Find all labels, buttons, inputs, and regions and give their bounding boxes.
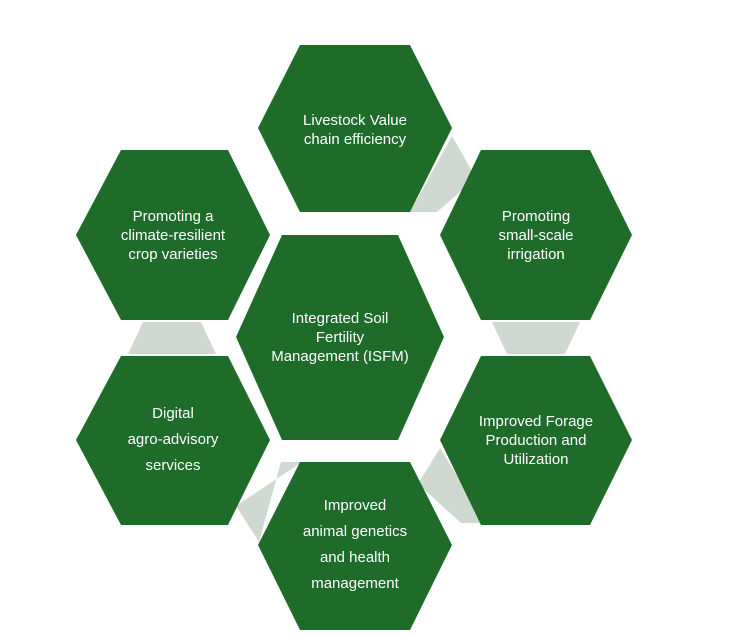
hexagon-forage	[440, 356, 632, 525]
connector-digital-crop	[128, 322, 216, 354]
hexagon-livestock	[258, 45, 452, 212]
hexagon-irrigation	[440, 150, 632, 320]
connector-forage-genetics	[418, 448, 486, 523]
hexagon-genetics	[258, 462, 452, 630]
hexagon-center	[236, 235, 444, 440]
connector-irrigation-forage	[492, 322, 580, 354]
hexagon-crop	[76, 150, 270, 320]
connector-livestock-irrigation	[410, 136, 476, 212]
connector-genetics-digital	[236, 462, 302, 542]
hexagon-digital	[76, 356, 270, 525]
